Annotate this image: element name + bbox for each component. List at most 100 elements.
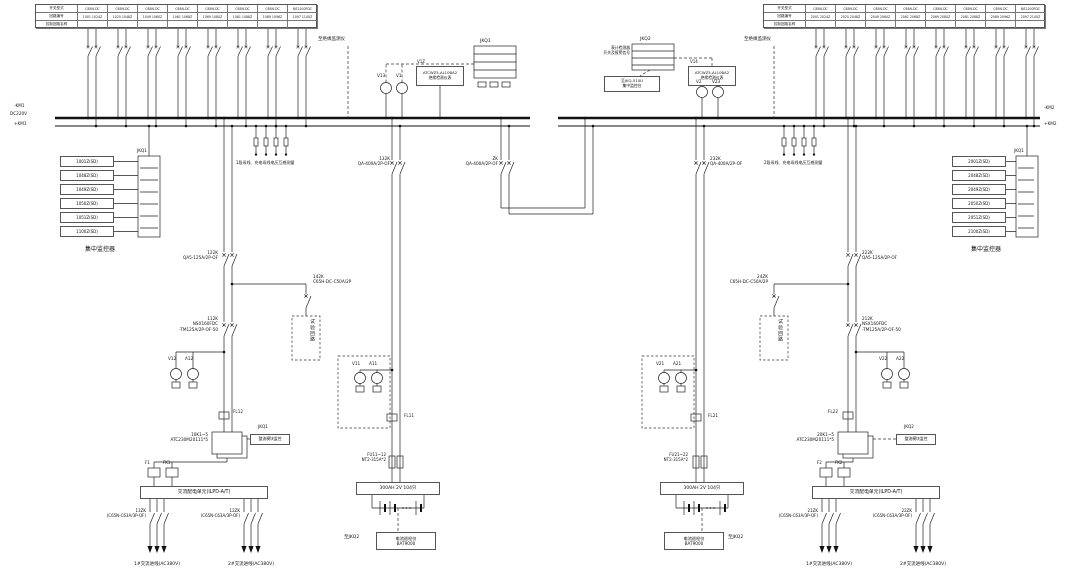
left-table-cell: 1069 1080Z xyxy=(198,13,228,21)
jkq2-link-box: 至JKQ-510U 集中监控台 xyxy=(604,76,660,92)
right-table-cell xyxy=(956,21,986,29)
a11: A11 xyxy=(369,361,378,366)
right-table-cell: NS1100FDC xyxy=(1016,5,1046,13)
left-table-cell: C65N-DC xyxy=(198,5,228,13)
brk-212k: 212K NSX160FDC -TM125A/2P-OF-50 xyxy=(862,316,901,332)
right-table-cell xyxy=(986,21,1016,29)
jkq1-top: JKQ1 xyxy=(480,39,491,44)
stack-left-5: 1100Z(SD) xyxy=(60,226,114,237)
f2: F2 xyxy=(817,460,822,465)
bat-mon-left: 电池巡检仪 BAT9000 xyxy=(376,532,436,550)
jkq-chg-right: JKQ2 xyxy=(904,424,914,429)
right-table-cell: 2061 2068Z xyxy=(896,13,926,21)
left-table-cell xyxy=(78,21,108,29)
left-table-cell: 1025 1048Z xyxy=(108,13,138,21)
fl21: FL21 xyxy=(708,413,719,418)
fk1: FK1 xyxy=(163,460,171,465)
jkq-chg-left: JKQ1 xyxy=(258,424,268,429)
stack-right-2: 2049Z(SD) xyxy=(952,184,1006,195)
right-table-row-label: 回路编号 xyxy=(764,13,806,21)
bus-l-pos: +KM1 xyxy=(14,121,27,126)
right-table-cell: 2081 2088Z xyxy=(956,13,986,21)
left-table-row-label: 开关型式 xyxy=(36,5,78,13)
right-table-cell: 2025 2048Z xyxy=(836,13,866,21)
v1z: V1Z xyxy=(417,59,426,64)
brk-zk: ZK QA-400A/2P-OF xyxy=(465,156,498,167)
v2: V2 xyxy=(696,79,702,84)
right-table-cell: C65N-DC xyxy=(956,5,986,13)
bus-r-neg: -KM2 xyxy=(1044,105,1055,110)
left-table-cell xyxy=(138,21,168,29)
brk-122k: 122K QA5-125A/2P-OF xyxy=(182,250,218,261)
jkq-stack-right: JKQ1 xyxy=(1014,148,1024,153)
fl22: FL22 xyxy=(827,409,838,414)
left-table-row-label: 控制回路名称 xyxy=(36,21,78,29)
v14: V14 xyxy=(690,59,698,64)
to-ins-left: 至绝缘监测仪 xyxy=(318,37,345,42)
a22: A22 xyxy=(896,356,905,361)
v12: V12 xyxy=(168,356,177,361)
fl12: FL12 xyxy=(233,409,244,414)
fu-left: FU11~12 NT2-315A*2 xyxy=(361,452,386,462)
left-table-cell: C65N-DC xyxy=(258,5,288,13)
left-table-cell xyxy=(108,21,138,29)
left-table-cell: C65N-DC xyxy=(228,5,258,13)
v22: V22 xyxy=(879,356,888,361)
brk-222k: 222K QA5-125A/2P-OF xyxy=(862,250,898,261)
acin1-right: 1#交流进线(AC380V) xyxy=(806,562,852,567)
v11: V11 xyxy=(352,361,361,366)
acu-left: 交流配电单元(ILPD-A/T) xyxy=(140,486,268,499)
brk-12zk: 12ZK (C65N-C63A/3P-OF) xyxy=(200,508,240,518)
brk-232k: 232K QA-400A/2P-OF xyxy=(710,156,743,167)
v23: V23 xyxy=(712,79,721,84)
stack-left-4: 1051Z(SD) xyxy=(60,212,114,223)
stack-right-5: 2100Z(SD) xyxy=(952,226,1006,237)
v1z-box: ATCWZ5-AL10BA2 绝缘检测仪表 xyxy=(416,66,464,86)
brk-11zk: 11ZK (C65N-C63A/3P-OF) xyxy=(106,508,146,518)
v14-box: ATCWZ5-AL10BA2 绝缘检测仪表 xyxy=(688,66,736,86)
brk-112k: 112K NSX160FDC -TM125A/2P-OF-50 xyxy=(179,316,218,332)
batt-right: 300AH 2V 104只 xyxy=(660,482,744,495)
to-jkq2-left: 至JKQ2 xyxy=(344,535,360,540)
f1: F1 xyxy=(145,460,150,465)
right-table-cell xyxy=(806,21,836,29)
left-table-cell: 1097 1100Z xyxy=(288,13,318,21)
v1: V1 xyxy=(396,73,402,78)
left-table-cell xyxy=(288,21,318,29)
a12: A12 xyxy=(185,356,194,361)
stack-right-1: 2048Z(SD) xyxy=(952,170,1006,181)
left-table-row-label: 回路编号 xyxy=(36,13,78,21)
fl11: FL11 xyxy=(404,413,415,418)
left-table-cell: 1081 1088Z xyxy=(228,13,258,21)
brk-21zk: 21ZK (C65N-C63A/3P-OF) xyxy=(778,508,818,518)
right-table-cell: 2097 2100Z xyxy=(1016,13,1046,21)
acin2-right: 2#交流进线(AC380V) xyxy=(900,562,946,567)
stack-right-3: 2050Z(SD) xyxy=(952,198,1006,209)
left-table-cell: 1089 1096Z xyxy=(258,13,288,21)
fu-right: FU21~22 NT2-315A*2 xyxy=(663,452,688,462)
test-left: 试验回路 xyxy=(309,319,314,343)
monitor-right: 集中监控器 xyxy=(970,246,1001,253)
right-table-cell: 2001 2024Z xyxy=(806,13,836,21)
right-table-cell: C65N-DC xyxy=(986,5,1016,13)
left-table-cell xyxy=(258,21,288,29)
right-table-cell xyxy=(1016,21,1046,29)
pt-note-right: 2段母线、充电母线电压互感测量 xyxy=(764,160,823,165)
pt-note-left: 1段母线、充电母线电压互感测量 xyxy=(236,160,295,165)
right-table-cell xyxy=(896,21,926,29)
jkq-stack-left: JKQ1 xyxy=(137,148,147,153)
brk-24zk: 24ZK C65H-DC-C50A/2P xyxy=(729,274,768,285)
jkq2-note: 表计检测器 开关及报警信号 xyxy=(603,45,630,55)
right-table-cell xyxy=(866,21,896,29)
left-table-cell xyxy=(168,21,198,29)
left-table-cell: C65N-DC xyxy=(78,5,108,13)
right-table-cell: C65N-DC xyxy=(836,5,866,13)
right-table-cell: C65N-DC xyxy=(866,5,896,13)
bus-r-pos: +KM2 xyxy=(1044,121,1057,126)
brk-132k: 132K QA-400A/2P-OF xyxy=(357,156,390,167)
batt-left: 300AH 2V 104只 xyxy=(356,482,440,495)
left-table-cell: C65N-DC xyxy=(108,5,138,13)
right-table-cell: C65N-DC xyxy=(926,5,956,13)
